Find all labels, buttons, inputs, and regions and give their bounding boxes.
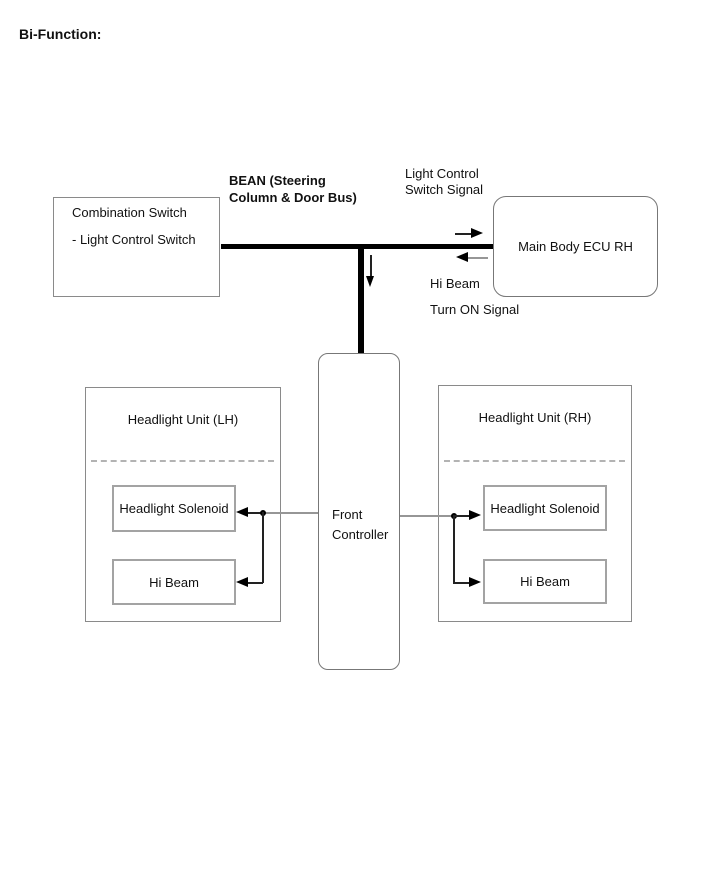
rh-hibeam-arrow-icon — [469, 577, 481, 587]
combination-switch-label: Combination Switch — [72, 205, 187, 220]
front-controller-label: Front Controller — [332, 507, 389, 542]
rh-headlight-solenoid-node: Headlight Solenoid — [483, 485, 607, 531]
page-title: Bi-Function: — [19, 26, 102, 42]
main-body-ecu-node: Main Body ECU RH — [493, 196, 658, 297]
lh-hibeam-arrow-shaft — [248, 582, 263, 584]
main-body-ecu-label: Main Body ECU RH — [518, 239, 633, 254]
headlight-unit-lh-node: Headlight Unit (LH) Headlight Solenoid H… — [85, 387, 281, 622]
lh-hi-beam-label: Hi Beam — [149, 574, 199, 590]
lh-headlight-solenoid-label: Headlight Solenoid — [119, 501, 229, 516]
lh-connector-gray-line — [263, 512, 318, 514]
lh-solenoid-arrow-shaft — [246, 512, 263, 514]
down-arrow-shaft — [370, 255, 372, 277]
headlight-unit-rh-node: Headlight Unit (RH) Headlight Solenoid H… — [438, 385, 632, 622]
bus-vertical-line — [358, 244, 364, 354]
lh-hibeam-arrow-icon — [236, 577, 248, 587]
rh-hi-beam-label: Hi Beam — [520, 574, 570, 589]
rh-hibeam-arrow-shaft — [453, 582, 470, 584]
signal-arrow-right-icon — [471, 228, 483, 238]
signal-arrow-left-shaft — [468, 257, 488, 259]
signal-arrow-left-icon — [456, 252, 468, 262]
bean-bus-label: BEAN (Steering Column & Door Bus) — [229, 173, 357, 205]
headlight-unit-rh-title: Headlight Unit (RH) — [478, 410, 592, 425]
rh-solenoid-arrow-icon — [469, 510, 481, 520]
front-controller-node: Front Controller — [318, 353, 400, 670]
light-control-switch-signal-label: Light Control Switch Signal — [405, 166, 484, 197]
light-control-switch-sublabel: - Light Control Switch — [72, 232, 196, 247]
lh-dashed-divider — [91, 460, 274, 462]
lh-drop-line — [262, 512, 264, 583]
lh-solenoid-arrow-icon — [236, 507, 248, 517]
rh-dashed-divider — [444, 460, 625, 462]
lh-headlight-solenoid-node: Headlight Solenoid — [112, 485, 236, 532]
turn-on-signal-label: Turn ON Signal — [430, 302, 520, 317]
headlight-unit-lh-title: Headlight Unit (LH) — [127, 412, 239, 427]
hi-beam-signal-label: Hi Beam — [430, 276, 480, 291]
rh-connector-gray-line — [400, 515, 454, 517]
lh-hi-beam-node: Hi Beam — [112, 559, 236, 605]
rh-drop-line — [453, 516, 455, 583]
signal-arrow-right-shaft — [455, 233, 473, 235]
bus-horizontal-line — [221, 244, 493, 249]
rh-solenoid-arrow-shaft — [453, 515, 470, 517]
down-arrow-icon — [366, 276, 374, 287]
combination-switch-node: Combination Switch - Light Control Switc… — [53, 197, 220, 297]
rh-hi-beam-node: Hi Beam — [483, 559, 607, 604]
rh-headlight-solenoid-label: Headlight Solenoid — [490, 500, 600, 516]
